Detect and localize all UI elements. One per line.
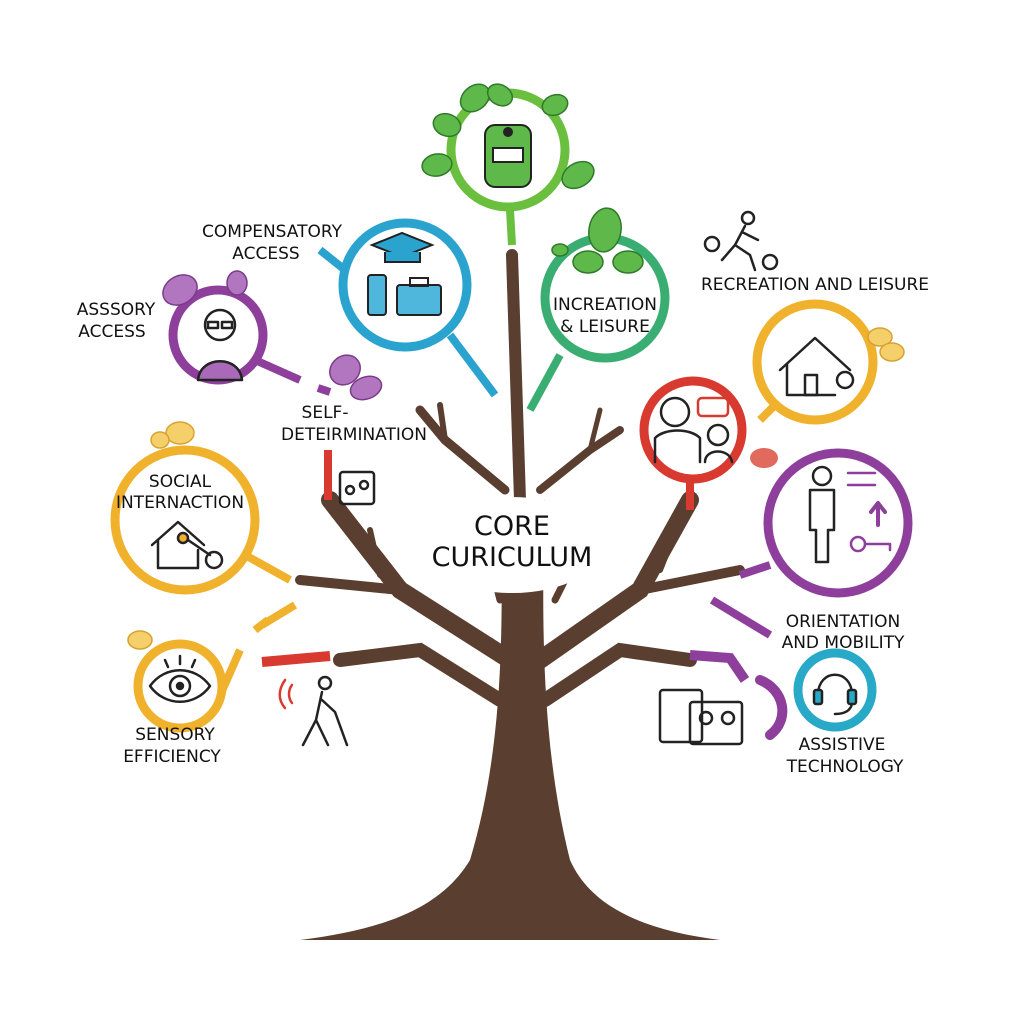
purple-leaves: [162, 270, 383, 401]
green-leaves: [421, 83, 644, 274]
briefcase-icon: [367, 274, 442, 316]
people-chat-icon: [653, 396, 734, 464]
ring-orientation: [763, 448, 913, 598]
headset-icon: [812, 673, 858, 716]
ring-social-people: [639, 376, 747, 484]
label-assory-1: ASSSORY: [77, 300, 156, 320]
label-compensatory-2: ACCESS: [232, 244, 299, 264]
tree: [295, 249, 745, 940]
runner-icon: [703, 210, 779, 272]
label-recreation: RECREATION AND LEISURE: [701, 275, 929, 295]
label-social-2: INTERNACTION: [116, 493, 244, 513]
tree-trunk: [300, 500, 720, 940]
leaves: [127, 83, 905, 650]
label-self-determination-1: SELF-: [302, 403, 349, 423]
person-glasses-icon: [196, 308, 244, 382]
label-assistive-1: ASSISTIVE: [799, 735, 886, 755]
connectors: [214, 209, 783, 702]
label-orientation-1: ORIENTATION: [786, 612, 901, 632]
label-sensory-1: SENSORY: [135, 725, 215, 745]
label-social-1: SOCIAL: [149, 472, 212, 492]
tablet-devices-icon: [658, 675, 788, 746]
label-assory-2: ACCESS: [78, 322, 145, 342]
orange-leaves: [127, 327, 905, 650]
communication-card-icon: [338, 470, 376, 506]
red-leaf: [750, 448, 778, 468]
robot-icon: [484, 124, 532, 188]
label-increation-1: INCREATION: [553, 295, 657, 315]
label-increation-2: & LEISURE: [560, 317, 650, 337]
label-sensory-2: EFFICIENCY: [123, 747, 221, 767]
ring-assistive: [793, 648, 877, 732]
title-line-1: CORE: [474, 511, 550, 542]
label-orientation-2: AND MOBILITY: [782, 633, 905, 653]
standing-person-key-icon: [808, 465, 892, 564]
eye-icon: [148, 654, 212, 703]
house-key-icon: [778, 336, 855, 397]
title-line-2: CURICULUM: [432, 542, 593, 573]
ring-house: [752, 299, 878, 425]
house-key-social-icon: [150, 520, 224, 570]
graduation-cap-icon: [369, 231, 435, 263]
label-compensatory-1: COMPENSATORY: [202, 222, 343, 242]
white-cane-walker-icon: [278, 675, 349, 747]
label-self-determination-2: DETEIRMINATION: [281, 425, 427, 445]
label-assistive-2: TECHNOLOGY: [786, 757, 904, 777]
